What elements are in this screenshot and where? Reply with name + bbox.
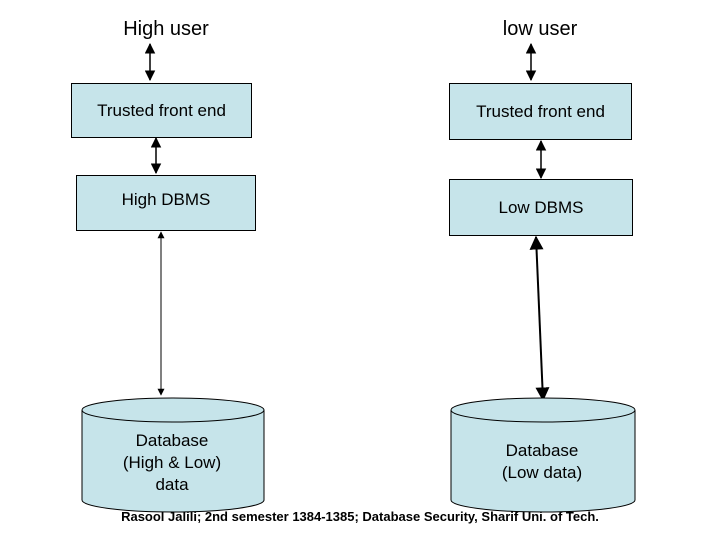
trusted-front-end-left-label: Trusted front end <box>97 100 226 120</box>
database-right-line-2: (Low data) <box>501 463 583 482</box>
high-user-label: High user <box>123 18 209 40</box>
database-cylinder-left <box>81 397 265 513</box>
trusted-front-end-right-label: Trusted front end <box>476 101 605 121</box>
low-user-label: low user <box>502 18 578 40</box>
database-left-line-1: Database <box>135 431 209 450</box>
database-right-text: Database (Low data) <box>466 440 618 484</box>
trusted-front-end-right: Trusted front end <box>449 83 632 140</box>
database-left-text: Database (High & Low) data <box>96 430 248 496</box>
arrow-low-dbms-to-database <box>529 235 550 402</box>
database-right-line-1: Database <box>505 441 579 460</box>
high-dbms-label: High DBMS <box>121 190 211 209</box>
low-dbms-label: Low DBMS <box>498 197 584 217</box>
database-cylinder-right <box>450 397 636 513</box>
database-left-line-3: data <box>155 475 189 494</box>
trusted-front-end-left: Trusted front end <box>71 83 252 138</box>
low-dbms-box: Low DBMS <box>449 179 633 236</box>
database-left-line-2: (High & Low) <box>122 453 222 472</box>
high-dbms-box: High DBMS <box>76 175 256 231</box>
footer-credit: Rasool Jalili; 2nd semester 1384-1385; D… <box>121 509 599 524</box>
